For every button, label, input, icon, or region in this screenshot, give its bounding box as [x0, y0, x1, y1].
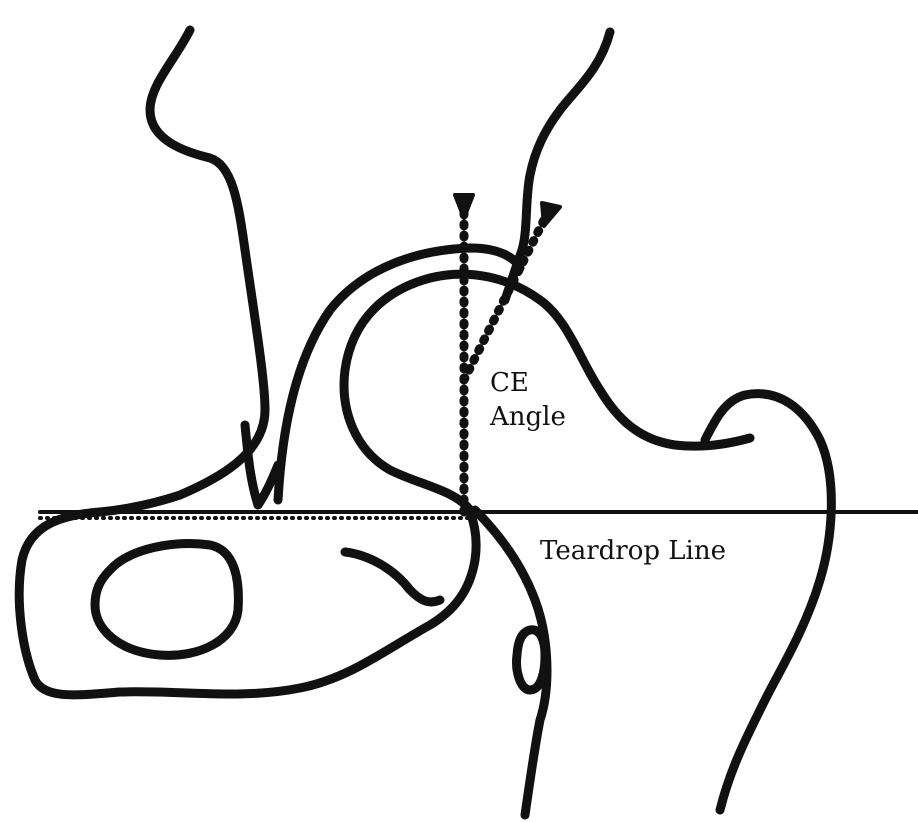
oblique-arrowhead	[542, 203, 560, 226]
pubis-outline	[19, 512, 476, 695]
ischial-curve	[345, 552, 440, 602]
teardrop-line-label: Teardrop Line	[540, 536, 726, 566]
femur-shaft-inner	[475, 510, 547, 815]
obturator-foramen	[95, 544, 238, 656]
vertical-arrowhead	[455, 195, 473, 218]
femoral-head-outline	[344, 274, 750, 510]
angle-label: Angle	[490, 402, 566, 432]
ce-label: CE	[490, 368, 529, 398]
femur-neck	[705, 394, 831, 810]
ilium-left-outline	[100, 30, 265, 512]
lesser-trochanter	[517, 630, 545, 690]
